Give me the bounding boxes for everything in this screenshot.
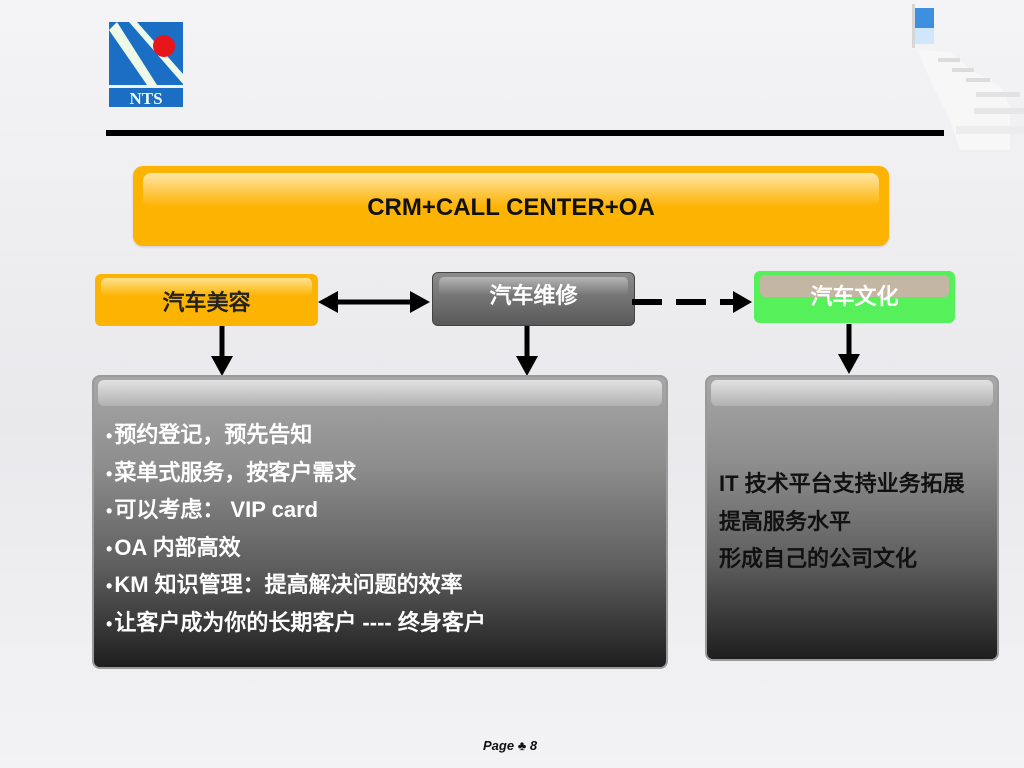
- clover-icon: ♣: [517, 738, 527, 753]
- list-item: •预约登记，预先告知: [106, 417, 486, 455]
- panel-gloss: [711, 380, 993, 406]
- node-label: 汽车维修: [489, 283, 578, 308]
- list-item: •让客户成为你的长期客户 ---- 终身客户: [106, 605, 486, 643]
- dashed-arrow: [632, 291, 752, 313]
- list-item-text: 菜单式服务，按客户需求: [114, 459, 357, 485]
- node-label: 汽车文化: [810, 284, 899, 309]
- panel-gloss: [98, 380, 662, 406]
- node-car-repair: 汽车维修: [432, 272, 635, 326]
- down-arrow: [838, 324, 860, 374]
- page-label: Page: [483, 738, 515, 753]
- node-gloss: [101, 278, 312, 296]
- banner-title: CRM+CALL CENTER+OA: [367, 194, 655, 221]
- culture-line: 提高服务水平: [719, 508, 852, 534]
- services-list: •预约登记，预先告知 •菜单式服务，按客户需求 •可以考虑： VIP card …: [106, 417, 486, 642]
- bullet-icon: •: [106, 426, 113, 446]
- node-car-culture: 汽车文化: [754, 271, 955, 323]
- list-item: •OA 内部高效: [106, 530, 486, 568]
- svg-text:NTS: NTS: [129, 89, 162, 107]
- node-gloss: [439, 277, 628, 295]
- list-item: •可以考虑： VIP card: [106, 492, 486, 530]
- bullet-icon: •: [106, 463, 113, 484]
- culture-line: IT 技术平台支持业务拓展: [719, 471, 965, 496]
- list-item-text: OA 内部高效: [114, 534, 241, 560]
- services-panel: •预约登记，预先告知 •菜单式服务，按客户需求 •可以考虑： VIP card …: [92, 375, 668, 669]
- bullet-icon: •: [106, 576, 113, 596]
- header-divider: [106, 130, 944, 136]
- list-item: •菜单式服务，按客户需求: [106, 455, 486, 493]
- node-gloss: [760, 275, 949, 297]
- node-car-beauty: 汽车美容: [95, 274, 318, 326]
- company-logo: NTS: [109, 22, 183, 108]
- double-arrow: [318, 291, 430, 313]
- page-number: 8: [529, 738, 538, 753]
- list-item-text: KM 知识管理：提高解决问题的效率: [114, 572, 463, 597]
- culture-lines: IT 技术平台支持业务拓展 提高服务水平 形成自己的公司文化: [719, 465, 965, 578]
- list-item-text: 预约登记，预先告知: [114, 422, 313, 447]
- page-footer: Page ♣ 8: [483, 738, 537, 753]
- crm-banner: CRM+CALL CENTER+OA: [133, 166, 889, 246]
- staircase-decoration: [890, 0, 1024, 160]
- node-label: 汽车美容: [162, 290, 251, 315]
- list-item-text: 让客户成为你的长期客户 ---- 终身客户: [114, 609, 486, 635]
- down-arrow: [516, 326, 538, 376]
- bullet-icon: •: [106, 501, 113, 521]
- bullet-icon: •: [106, 613, 113, 634]
- bullet-icon: •: [106, 538, 113, 559]
- list-item-text: 可以考虑： VIP card: [114, 497, 319, 522]
- culture-line: 形成自己的公司文化: [719, 546, 918, 571]
- down-arrow: [211, 326, 233, 376]
- list-item: •KM 知识管理：提高解决问题的效率: [106, 567, 486, 605]
- culture-panel: IT 技术平台支持业务拓展 提高服务水平 形成自己的公司文化: [705, 375, 999, 661]
- banner-gloss: [143, 173, 879, 207]
